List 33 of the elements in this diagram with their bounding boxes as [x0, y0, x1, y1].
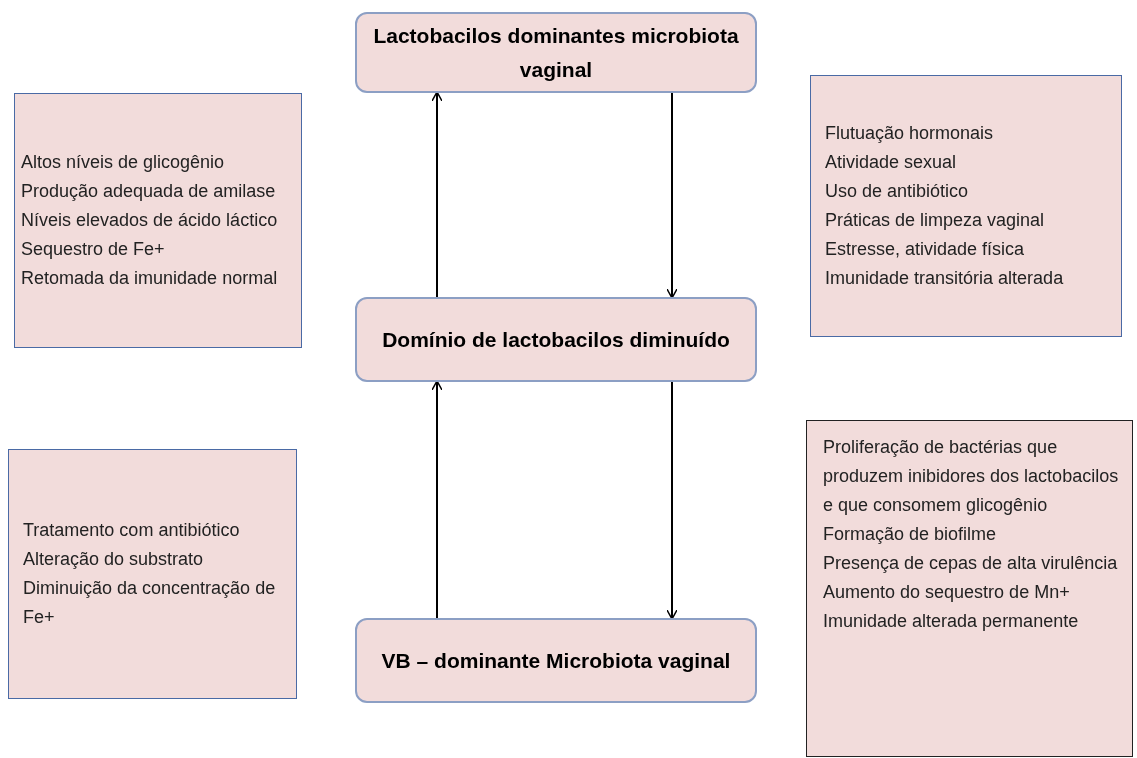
factor-box: [806, 420, 1133, 757]
state-box: [355, 297, 757, 382]
factor-text: Alteração do substrato: [23, 548, 205, 571]
state-box: [355, 12, 757, 93]
state-box: [355, 618, 757, 703]
arrow: [666, 92, 678, 299]
factor-text: Retomada da imunidade normal: [21, 267, 279, 290]
factor-text: Tratamento com antibiótico: [23, 519, 241, 542]
factor-box: [14, 93, 302, 348]
factor-text: Proliferação de bactérias que produzem inibidores dos lactobacilos e que consomem glicogênio: [823, 436, 1120, 517]
factor-text: Flutuação hormonais: [825, 122, 995, 145]
factor-text: Uso de antibiótico: [825, 180, 970, 203]
factor-box: [810, 75, 1122, 337]
arrow: [431, 91, 443, 298]
state-title: Domínio de lactobacilos diminuído: [382, 326, 730, 353]
factor-text: Níveis elevados de ácido láctico: [21, 209, 279, 232]
factor-box: [8, 449, 297, 699]
factor-text: Altos níveis de glicogênio: [21, 151, 226, 174]
factor-text: Práticas de limpeza vaginal: [825, 209, 1046, 232]
factor-text: Imunidade transitória alterada: [825, 267, 1065, 290]
factor-text: Atividade sexual: [825, 151, 958, 174]
arrow: [666, 381, 678, 620]
factor-text: Produção adequada de amilase: [21, 180, 277, 203]
factor-text: Formação de biofilme: [823, 523, 998, 546]
factor-text: Aumento do sequestro de Mn+: [823, 581, 1071, 604]
factor-text: Presença de cepas de alta virulência: [823, 552, 1119, 575]
factor-text: Imunidade alterada permanente: [823, 610, 1080, 633]
factor-text: Estresse, atividade física: [825, 238, 1026, 261]
factor-text: Diminuição da concentração de Fe+: [23, 577, 277, 629]
state-title: Lactobacilos dominantes microbiota vaginal: [373, 22, 739, 83]
state-title: VB – dominante Microbiota vaginal: [381, 647, 731, 674]
factor-text: Sequestro de Fe+: [21, 238, 166, 261]
arrow: [431, 380, 443, 619]
